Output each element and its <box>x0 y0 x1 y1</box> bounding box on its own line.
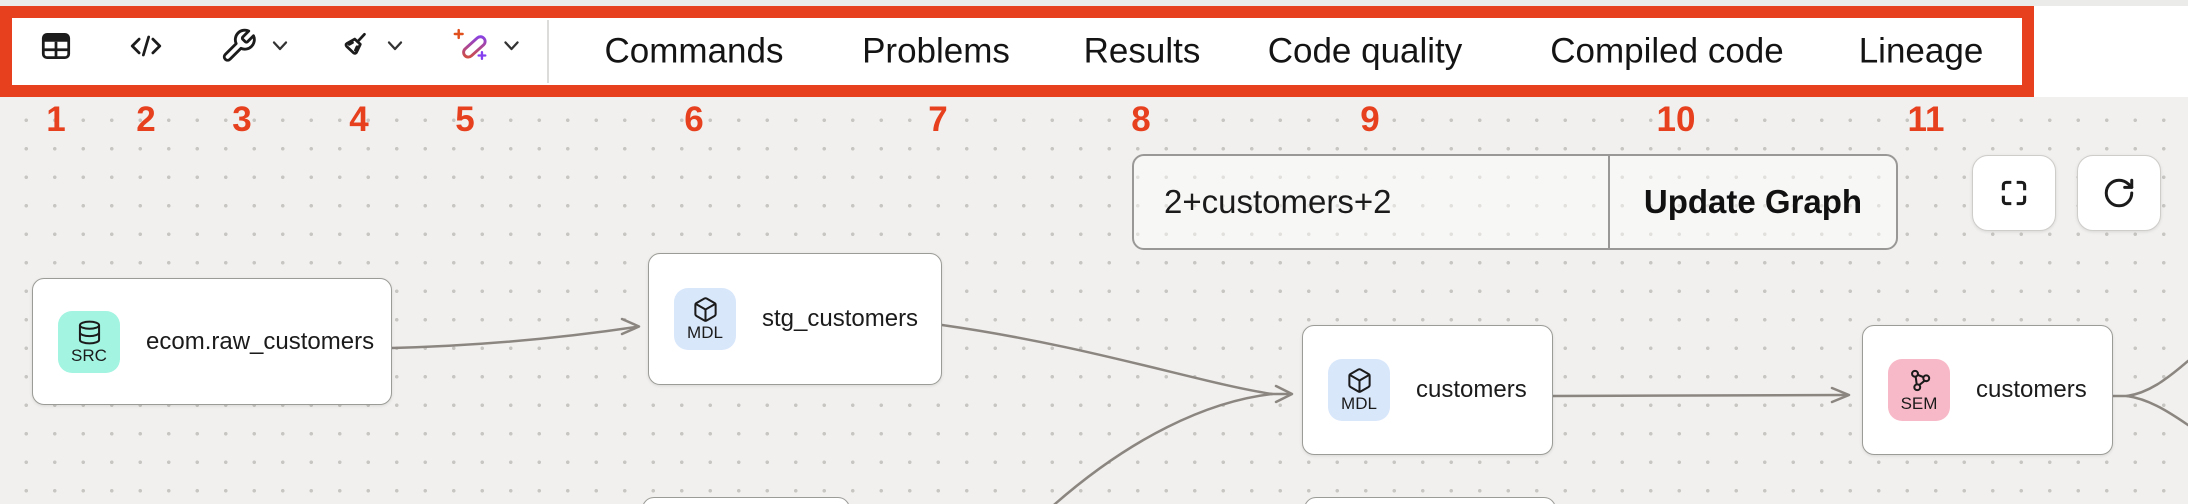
badge-label: MDL <box>687 323 723 342</box>
annotation-number-9: 9 <box>1360 100 1380 139</box>
window-top-strip <box>0 0 2188 6</box>
database-icon <box>78 320 100 344</box>
toolbar-divider <box>547 20 549 83</box>
magic-wand-button[interactable] <box>452 27 520 65</box>
graph-filter-input[interactable]: 2+customers+2 <box>1164 183 1392 220</box>
wrench-button[interactable] <box>220 27 289 65</box>
node-customers-model[interactable]: MDL customers <box>1302 325 1553 455</box>
code-button[interactable] <box>128 28 164 64</box>
magic-wand-icon <box>452 27 490 65</box>
update-graph-button[interactable]: Update Graph <box>1643 183 1863 220</box>
fullscreen-button[interactable] <box>1972 155 2056 231</box>
tab-results[interactable]: Results <box>1083 31 1201 71</box>
node-customers-semantic[interactable]: SEM customers <box>1862 325 2113 455</box>
cube-icon <box>693 297 717 322</box>
node-partial-bottom-right[interactable] <box>1304 497 1556 504</box>
broom-button[interactable] <box>335 27 404 65</box>
node-label: stg_customers <box>762 305 919 332</box>
wrench-icon <box>220 27 258 65</box>
cube-icon <box>1347 368 1371 393</box>
badge-label: SEM <box>1900 394 1938 413</box>
refresh-icon <box>2104 178 2134 208</box>
node-partial-bottom-left[interactable] <box>642 497 850 504</box>
annotation-number-11: 11 <box>1907 100 1945 139</box>
broom-icon <box>335 27 373 65</box>
refresh-button[interactable] <box>2077 155 2161 231</box>
annotation-number-10: 10 <box>1656 100 1696 139</box>
tab-code-quality[interactable]: Code quality <box>1267 31 1463 71</box>
graph-filter-control: 2+customers+2 Update Graph <box>1132 154 1898 250</box>
tab-lineage[interactable]: Lineage <box>1858 31 1984 71</box>
chevron-down-icon <box>272 40 289 52</box>
annotation-number-4: 4 <box>349 100 369 139</box>
node-stg-customers[interactable]: MDL stg_customers <box>648 253 942 385</box>
annotation-number-1: 1 <box>46 100 66 139</box>
semantic-graph-icon <box>1910 369 1930 392</box>
model-badge: MDL <box>674 288 736 350</box>
node-label: ecom.raw_customers <box>146 327 375 355</box>
fullscreen-icon <box>2001 180 2027 206</box>
tab-problems[interactable]: Problems <box>862 31 1010 71</box>
chevron-down-icon <box>387 40 404 52</box>
annotation-number-3: 3 <box>232 100 252 139</box>
annotation-highlight-box <box>0 6 2034 97</box>
code-icon <box>128 28 164 64</box>
node-ecom-raw-customers[interactable]: SRC ecom.raw_customers <box>32 278 392 405</box>
annotation-number-2: 2 <box>136 100 156 139</box>
source-badge: SRC <box>58 310 120 373</box>
annotation-number-5: 5 <box>455 100 475 139</box>
badge-label: SRC <box>71 345 107 365</box>
filter-divider <box>1608 156 1610 248</box>
tab-commands[interactable]: Commands <box>604 31 784 71</box>
table-button[interactable] <box>38 28 74 64</box>
tab-compiled-code[interactable]: Compiled code <box>1550 31 1784 71</box>
annotation-number-6: 6 <box>684 100 704 139</box>
node-label: customers <box>1976 376 2087 403</box>
model-badge: MDL <box>1328 359 1390 421</box>
semantic-badge: SEM <box>1888 359 1950 421</box>
node-label: customers <box>1416 376 1527 403</box>
chevron-down-icon <box>503 40 520 52</box>
annotation-number-8: 8 <box>1131 100 1151 139</box>
badge-label: MDL <box>1341 394 1377 413</box>
annotation-number-7: 7 <box>928 100 948 139</box>
table-icon <box>38 28 74 64</box>
